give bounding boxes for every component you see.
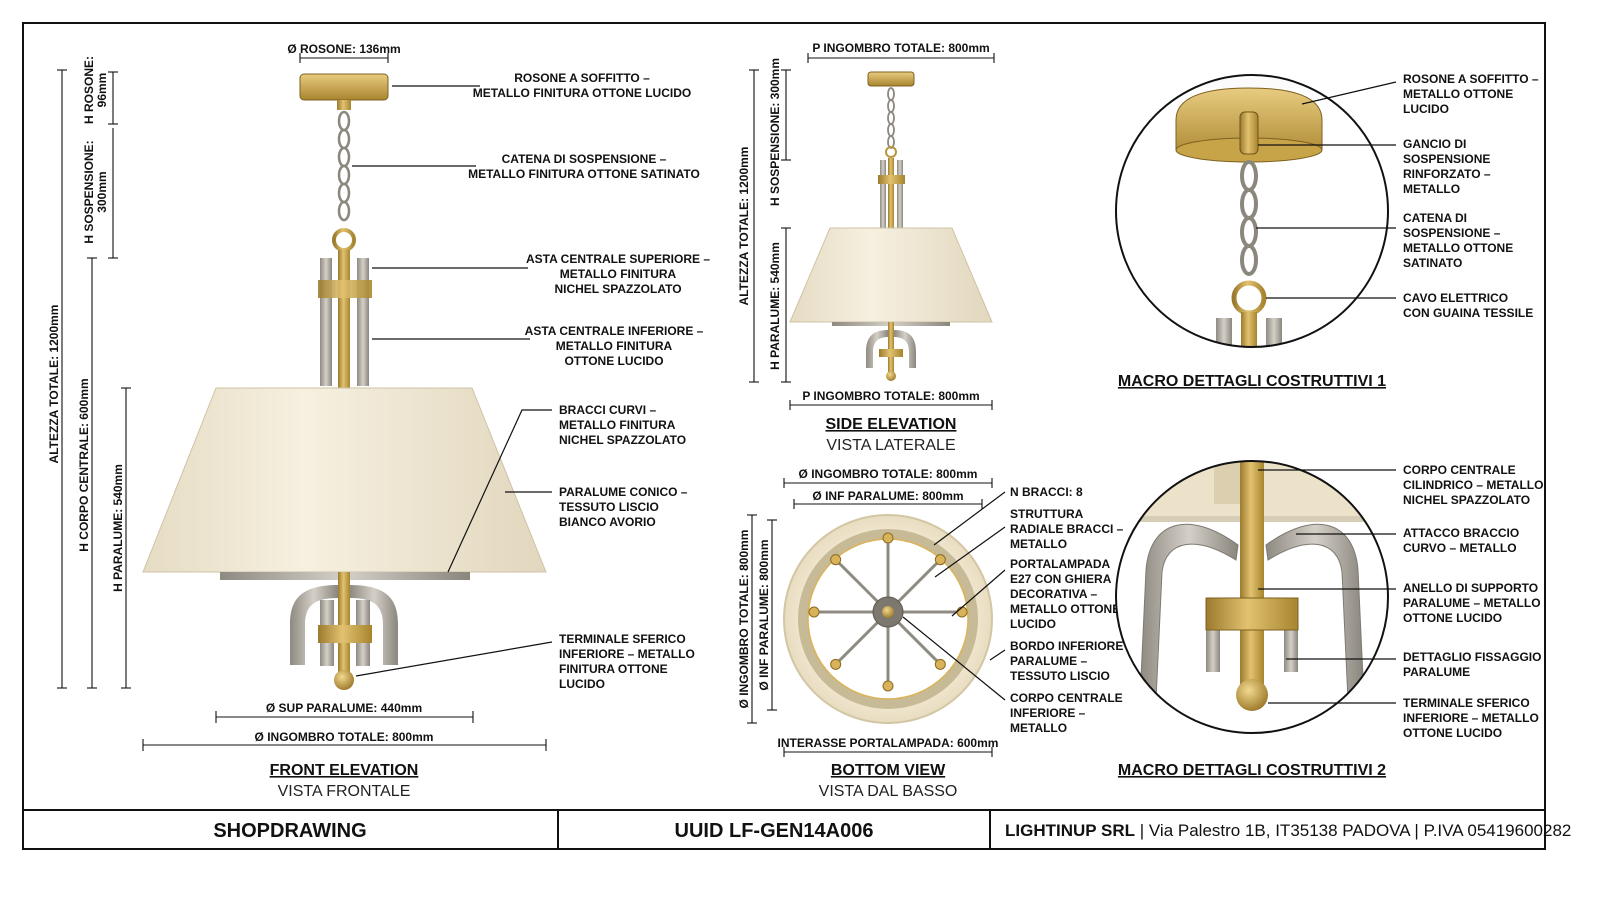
side-subtitle: VISTA LATERALE: [826, 437, 955, 454]
front-callouts: ROSONE A SOFFITTO –METALLO FINITURA OTTO…: [468, 71, 710, 691]
dim-side-p-top: P INGOMBRO TOTALE: 800mm: [812, 41, 989, 55]
callout-n-bracci: N BRACCI: 8: [1010, 485, 1083, 499]
bottom-subtitle: VISTA DAL BASSO: [819, 783, 958, 800]
macro2-ball: [1236, 679, 1268, 711]
dim-h-rosone-2: 96mm: [95, 73, 109, 108]
lamp-holder: [808, 606, 820, 618]
side-canopy: [867, 71, 915, 87]
side-elevation: P INGOMBRO TOTALE: 800mm P INGOMBRO TOTA…: [737, 41, 995, 454]
dim-bottom-ingombro: Ø INGOMBRO TOTALE: 800mm: [799, 467, 978, 481]
bottom-title: BOTTOM VIEW: [831, 762, 946, 779]
front-rod-right: [357, 258, 369, 386]
dim-h-rosone-1: H ROSONE:: [82, 56, 96, 124]
title-block-company-line: LIGHTINUP SRL | Via Palestro 1B, IT35138…: [1005, 821, 1571, 840]
macro-detail-1: MACRO DETTAGLI COSTRUTTIVI 1 ROSONE A SO…: [1115, 72, 1539, 390]
front-shade: [142, 387, 547, 573]
front-canopy: [299, 73, 389, 101]
lamp-holder: [934, 554, 946, 566]
lamp-holder: [956, 606, 968, 618]
side-title: SIDE ELEVATION: [826, 416, 957, 433]
dim-bottom-inf-paralume: Ø INF PARALUME: 800mm: [812, 489, 963, 503]
front-title: FRONT ELEVATION: [270, 762, 419, 779]
dim-side-h-paralume: H PARALUME: 540mm: [768, 242, 782, 370]
dim-rosone: Ø ROSONE: 136mm: [287, 42, 400, 56]
dim-bottom-v-ingombro: Ø INGOMBRO TOTALE: 800mm: [737, 530, 751, 709]
front-elevation: Ø ROSONE: 136mm ALTEZZA TOTALE: 1200mm H…: [47, 42, 710, 800]
macro-detail-2: MACRO DETTAGLI COSTRUTTIVI 2 CORPO CENTR…: [1115, 460, 1543, 779]
dim-side-h-sosp: H SOSPENSIONE: 300mm: [768, 58, 782, 206]
front-rod-left: [320, 258, 332, 386]
front-subtitle: VISTA FRONTALE: [278, 783, 411, 800]
macro1-title: MACRO DETTAGLI COSTRUTTIVI 1: [1118, 373, 1386, 390]
callout-asta-inferiore: ASTA CENTRALE INFERIORE –METALLO FINITUR…: [525, 324, 704, 368]
front-center-stem: [338, 250, 350, 390]
macro2-center-stem: [1240, 461, 1264, 690]
title-block: SHOPDRAWING UUID LF-GEN14A006 LIGHTINUP …: [213, 820, 1571, 842]
title-block-shopdrawing: SHOPDRAWING: [213, 820, 366, 842]
dim-front-h-paralume: H PARALUME: 540mm: [111, 464, 125, 592]
lamp-holder: [830, 658, 842, 670]
dim-sup-paralume: Ø SUP PARALUME: 440mm: [266, 701, 422, 715]
front-chain: [337, 110, 351, 222]
lamp-holder: [934, 658, 946, 670]
dim-front-h-corpo: H CORPO CENTRALE: 600mm: [77, 378, 91, 551]
dim-front-altezza-totale: ALTEZZA TOTALE: 1200mm: [47, 305, 61, 464]
dim-h-sosp-2: 300mm: [95, 171, 109, 212]
lamp-holder: [830, 554, 842, 566]
callout-rosone-soffitto: ROSONE A SOFFITTO –METALLO FINITURA OTTO…: [473, 71, 691, 100]
title-block-uuid: UUID LF-GEN14A006: [675, 820, 874, 842]
side-shade: [789, 227, 993, 323]
dim-side-p-bottom: P INGOMBRO TOTALE: 800mm: [802, 389, 979, 403]
lamp-holder: [882, 532, 894, 544]
macro2-title: MACRO DETTAGLI COSTRUTTIVI 2: [1118, 762, 1386, 779]
callout-asta-superiore: ASTA CENTRALE SUPERIORE –METALLO FINITUR…: [526, 252, 710, 296]
dim-front-ingombro: Ø INGOMBRO TOTALE: 800mm: [255, 730, 434, 744]
front-ball-terminal: [334, 670, 354, 690]
dim-side-altezza-totale: ALTEZZA TOTALE: 1200mm: [737, 147, 751, 306]
dim-h-sosp-1: H SOSPENSIONE:: [82, 140, 96, 243]
dim-interasse: INTERASSE PORTALAMPADA: 600mm: [778, 736, 999, 750]
dim-bottom-v-inf: Ø INF PARALUME: 800mm: [757, 539, 771, 690]
bottom-view: Ø INGOMBRO TOTALE: 800mm Ø INF PARALUME:…: [737, 467, 1124, 800]
lamp-holder: [882, 680, 894, 692]
sheet-border: [22, 22, 1546, 850]
callout-catena-sospensione: CATENA DI SOSPENSIONE –METALLO FINITURA …: [468, 152, 700, 181]
